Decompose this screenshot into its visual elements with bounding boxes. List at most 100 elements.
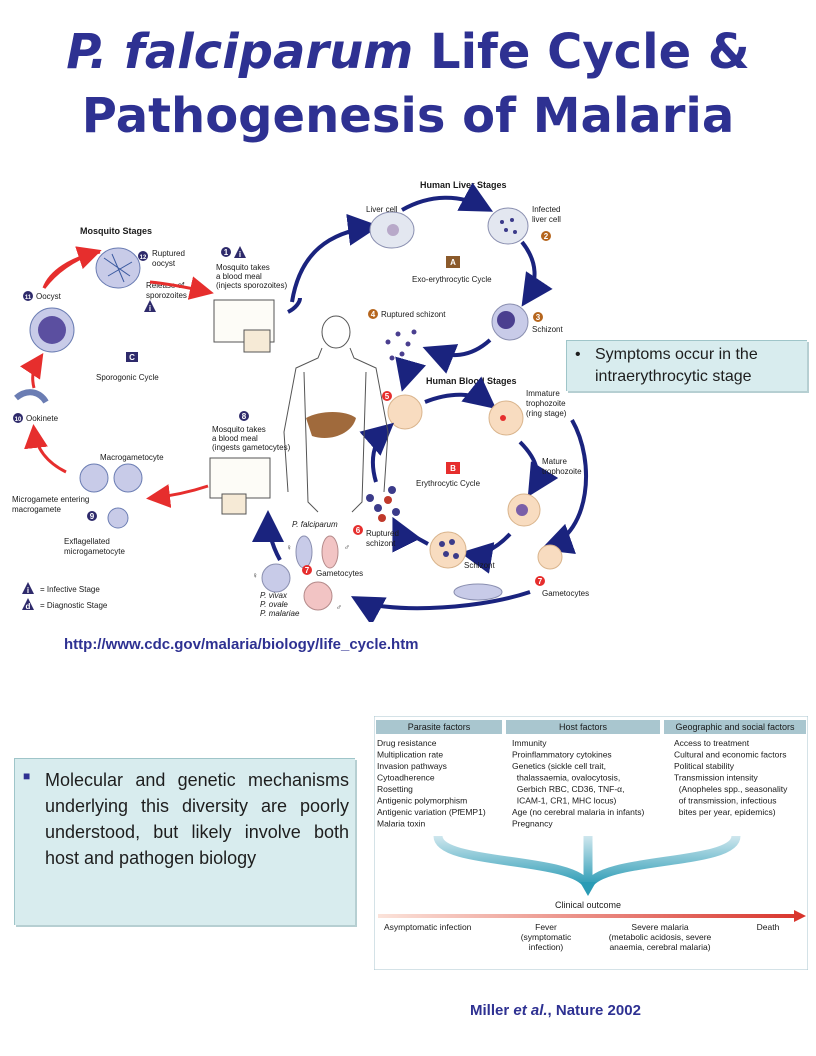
parasite-header: Parasite factors <box>408 722 471 732</box>
arrow-sporozoites-to-human <box>149 276 214 300</box>
host-factor-item: Age (no cerebral malaria in infants) <box>512 807 644 817</box>
host-factor-item: Gerbich RBC, CD36, TNF-α, <box>512 784 624 794</box>
legend-diagnostic-triangle <box>22 598 34 610</box>
microgamete-label-1: Microgamete entering <box>12 495 89 504</box>
number-9-badge <box>87 511 97 521</box>
number-8-badge <box>239 411 249 421</box>
arrow-infected-to-schizont <box>520 240 553 307</box>
cycle-a-marker <box>446 256 460 268</box>
host-factor-item: Proinflammatory cytokines <box>512 750 612 760</box>
gametocyte-inset <box>221 493 247 515</box>
p-falciparum-label: P. falciparum <box>292 520 338 529</box>
geo-factor-item: Access to treatment <box>674 738 750 748</box>
mature-label-1: Mature <box>542 457 567 466</box>
arrow-oocyst-to-ruptured <box>42 250 101 289</box>
infective-letter-1: i <box>239 250 241 259</box>
number-3-badge <box>533 312 543 322</box>
ookinete-cell <box>14 389 49 404</box>
citation-pre: Miller <box>470 1002 514 1019</box>
number-9: 9 <box>90 512 95 521</box>
step8-label-3: (ingests gametocytes) <box>212 443 291 452</box>
number-2-badge <box>541 231 551 241</box>
parasite-factor-item: Invasion pathways <box>377 761 447 771</box>
callout-symptoms: • Symptoms occur in the intraerythrocyti… <box>566 340 807 391</box>
ring-parasite <box>500 415 506 421</box>
immature-label-2: trophozoite <box>526 399 566 408</box>
schizont-liver <box>491 303 529 341</box>
female-gametocyte-falciparum <box>295 535 313 569</box>
mosquito-bite-image-8 <box>209 457 271 499</box>
host-factor-item: ICAM-1, CR1, MHC locus) <box>512 796 617 806</box>
liver-organ <box>306 412 356 438</box>
number-8: 8 <box>242 412 247 421</box>
outcome-fever-sub1: (symptomatic <box>521 932 572 942</box>
arrow-to-gametocytes-right <box>540 419 589 554</box>
citation-post: , Nature 2002 <box>547 1002 641 1019</box>
rbc-schizont <box>429 531 467 569</box>
infected-liver-cell-label-1: Infected <box>532 205 560 214</box>
geo-factor-item: Transmission intensity <box>674 773 759 783</box>
parasite-factor-item: Antigenic variation (PfEMP1) <box>377 807 486 817</box>
parasite-factor-item: Rosetting <box>377 784 413 794</box>
geo-factor-item: (Anopheles spp., seasonality <box>674 784 788 794</box>
exflag-label-1: Exflagellated <box>64 537 110 546</box>
microgamete-label-2: macrogamete <box>12 505 61 514</box>
outcome-asymptomatic: Asymptomatic infection <box>384 922 472 932</box>
ruptured-schizont-top-label: Ruptured schizont <box>381 310 446 319</box>
geo-factor-item: Political stability <box>674 761 735 771</box>
geo-header: Geographic and social factors <box>675 722 795 732</box>
number-10: 10 <box>15 417 22 423</box>
host-factor-item: Immunity <box>512 738 547 748</box>
number-7-badge-right <box>535 576 545 586</box>
life-cycle-diagram: Human Liver Stages Liver cell Infected l… <box>12 180 589 622</box>
title-line2: Pathogenesis of Malaria <box>81 88 735 144</box>
number-12-badge <box>138 251 148 261</box>
female-symbol-2: ♀ <box>252 571 258 580</box>
oocyst-label: Oocyst <box>36 292 62 301</box>
geo-header-bg <box>664 720 806 734</box>
parasite-factor-item: Multiplication rate <box>377 750 443 760</box>
arrow-loop-back <box>359 422 395 483</box>
step1-label-1: Mosquito takes <box>216 263 270 272</box>
arrow-zygote-to-ookinete <box>24 424 67 474</box>
human-blood-stages-label: Human Blood Stages <box>426 376 517 386</box>
arrow-to-liver-cell <box>290 213 380 303</box>
ruptured-schizont-bottom <box>366 486 400 522</box>
host-factor-item: thalassaemia, ovalocytosis, <box>512 773 620 783</box>
outcome-fever: Fever <box>535 922 557 932</box>
step1-label-3: (injects sporozoites) <box>216 281 287 290</box>
gametocyte-cell-right <box>537 544 563 570</box>
p-malariae-label: P. malariae <box>260 609 300 618</box>
parasite-header-bg <box>376 720 502 734</box>
legend-infective-label: = Infective Stage <box>40 585 100 594</box>
number-4: 4 <box>371 310 376 319</box>
male-symbol-2: ♂ <box>336 603 342 612</box>
number-1-badge <box>221 247 231 257</box>
liver-cell-label: Liver cell <box>366 205 398 214</box>
arrow-liver-to-infected <box>401 182 494 212</box>
p-ovale-label: P. ovale <box>260 600 288 609</box>
clinical-outcome-label: Clinical outcome <box>555 900 621 910</box>
convergence-arrowhead <box>580 882 596 896</box>
number-11: 11 <box>25 295 32 301</box>
arrow-gametocytes-to-mosquito <box>146 484 209 508</box>
parasite-factor-item: Cytoadherence <box>377 773 435 783</box>
macrogametocyte-cell-1 <box>79 463 109 493</box>
number-2: 2 <box>544 232 549 241</box>
convergence-arrows <box>433 834 741 889</box>
arrow-ookinete-to-oocyst <box>20 353 44 389</box>
number-1: 1 <box>224 248 229 257</box>
arrow-to-gametocytes-left <box>350 590 531 622</box>
cycle-c-letter: C <box>129 353 135 362</box>
immature-label-3: (ring stage) <box>526 409 567 418</box>
infected-liver-cell-label-2: liver cell <box>532 215 561 224</box>
source-link[interactable]: http://www.cdc.gov/malaria/biology/life_… <box>64 636 419 653</box>
sporozoite-inset <box>243 329 271 353</box>
exflagellated-cell <box>107 507 129 529</box>
severity-gradient-arrow <box>378 910 806 922</box>
number-7-badge-left <box>302 565 312 575</box>
ruptured-oocyst <box>95 247 141 289</box>
arrow-to-schizont-bottom <box>460 532 512 574</box>
arrow-oocyst-growth <box>42 246 102 289</box>
